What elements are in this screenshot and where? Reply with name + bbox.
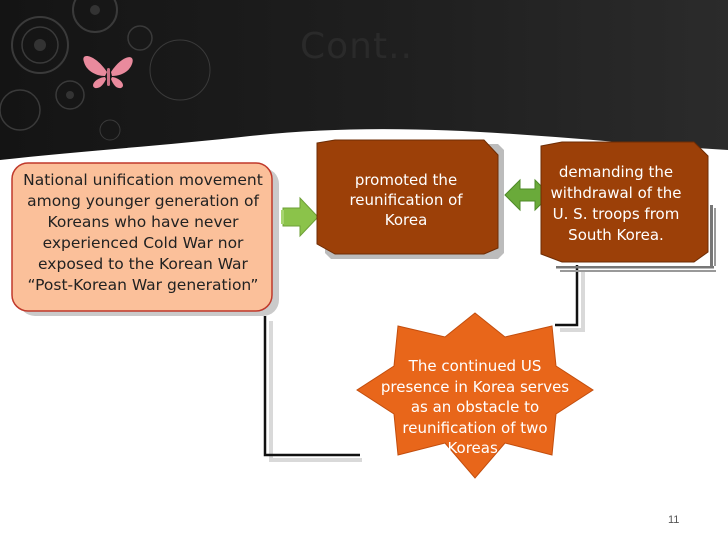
node-obstacle-text: The continued US presence in Korea serve… (380, 357, 570, 457)
connector-right (555, 265, 585, 332)
page-number: 11 (668, 514, 680, 526)
node-demanding-text: demanding the withdrawal of the U. S. tr… (550, 163, 682, 244)
node-unification-text: National unification movement among youn… (23, 171, 263, 294)
node-promoted (316, 139, 504, 259)
decorative-dots (34, 5, 100, 99)
node-promoted-text: promoted the reunification of Korea (349, 171, 463, 229)
slide-title: Cont.. (300, 26, 413, 67)
arrow-right-icon (281, 196, 319, 238)
node-unification (11, 162, 279, 316)
connector-left (263, 316, 362, 462)
node-demanding (540, 141, 716, 272)
decorative-rings (0, 0, 211, 141)
node-obstacle (356, 312, 594, 479)
